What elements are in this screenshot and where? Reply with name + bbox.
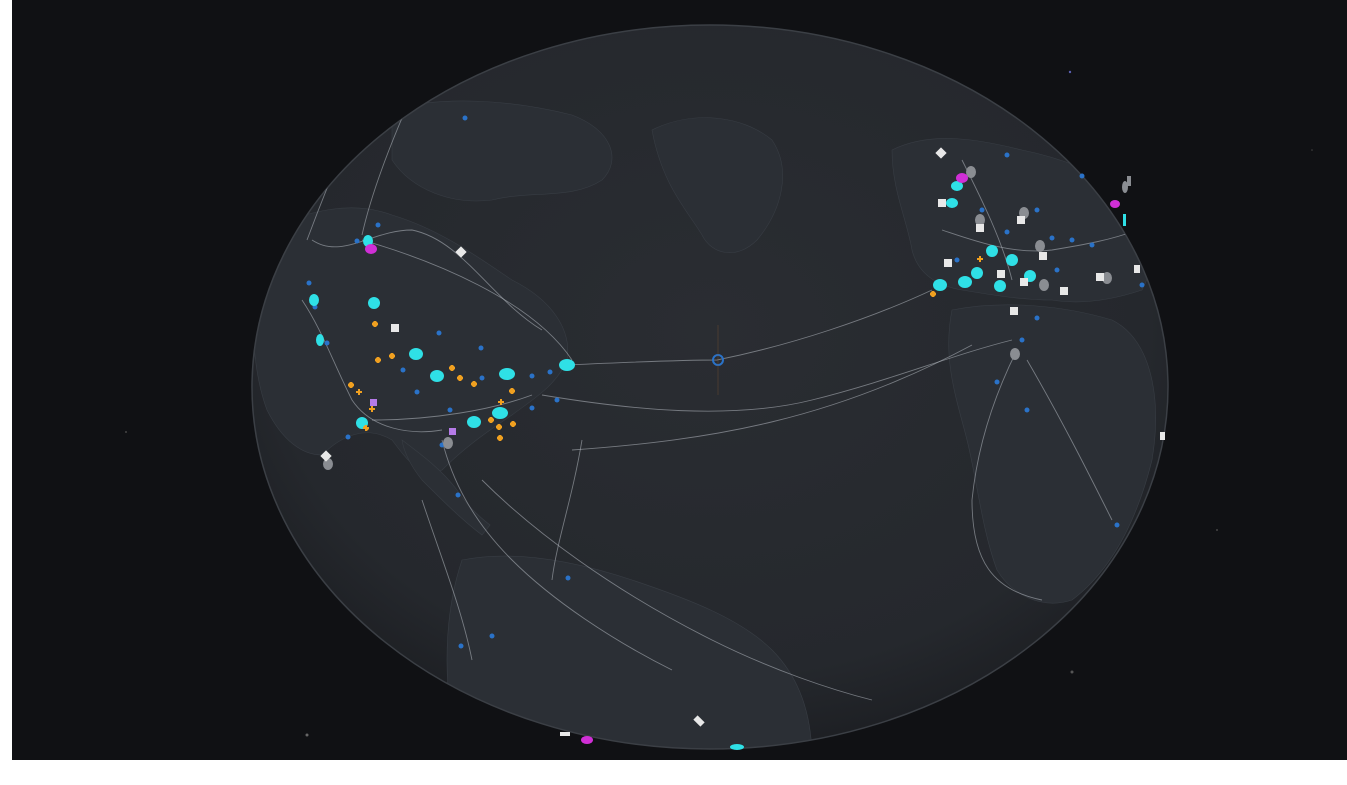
cable-network — [301, 94, 1138, 701]
starfield — [125, 70, 1313, 737]
landing-points — [306, 115, 1145, 649]
markers-orange[interactable] — [348, 256, 983, 441]
markers-violet[interactable] — [370, 399, 456, 435]
datacenters-large[interactable] — [309, 181, 1036, 750]
edge-markers-east — [1123, 176, 1131, 226]
globe-map[interactable] — [12, 0, 1347, 760]
facilities-white[interactable] — [320, 147, 1165, 736]
map-viewport[interactable] — [12, 0, 1347, 760]
markers-magenta[interactable] — [365, 173, 1120, 744]
globe-rim — [251, 24, 1169, 750]
center-crosshair-icon[interactable] — [712, 325, 724, 395]
